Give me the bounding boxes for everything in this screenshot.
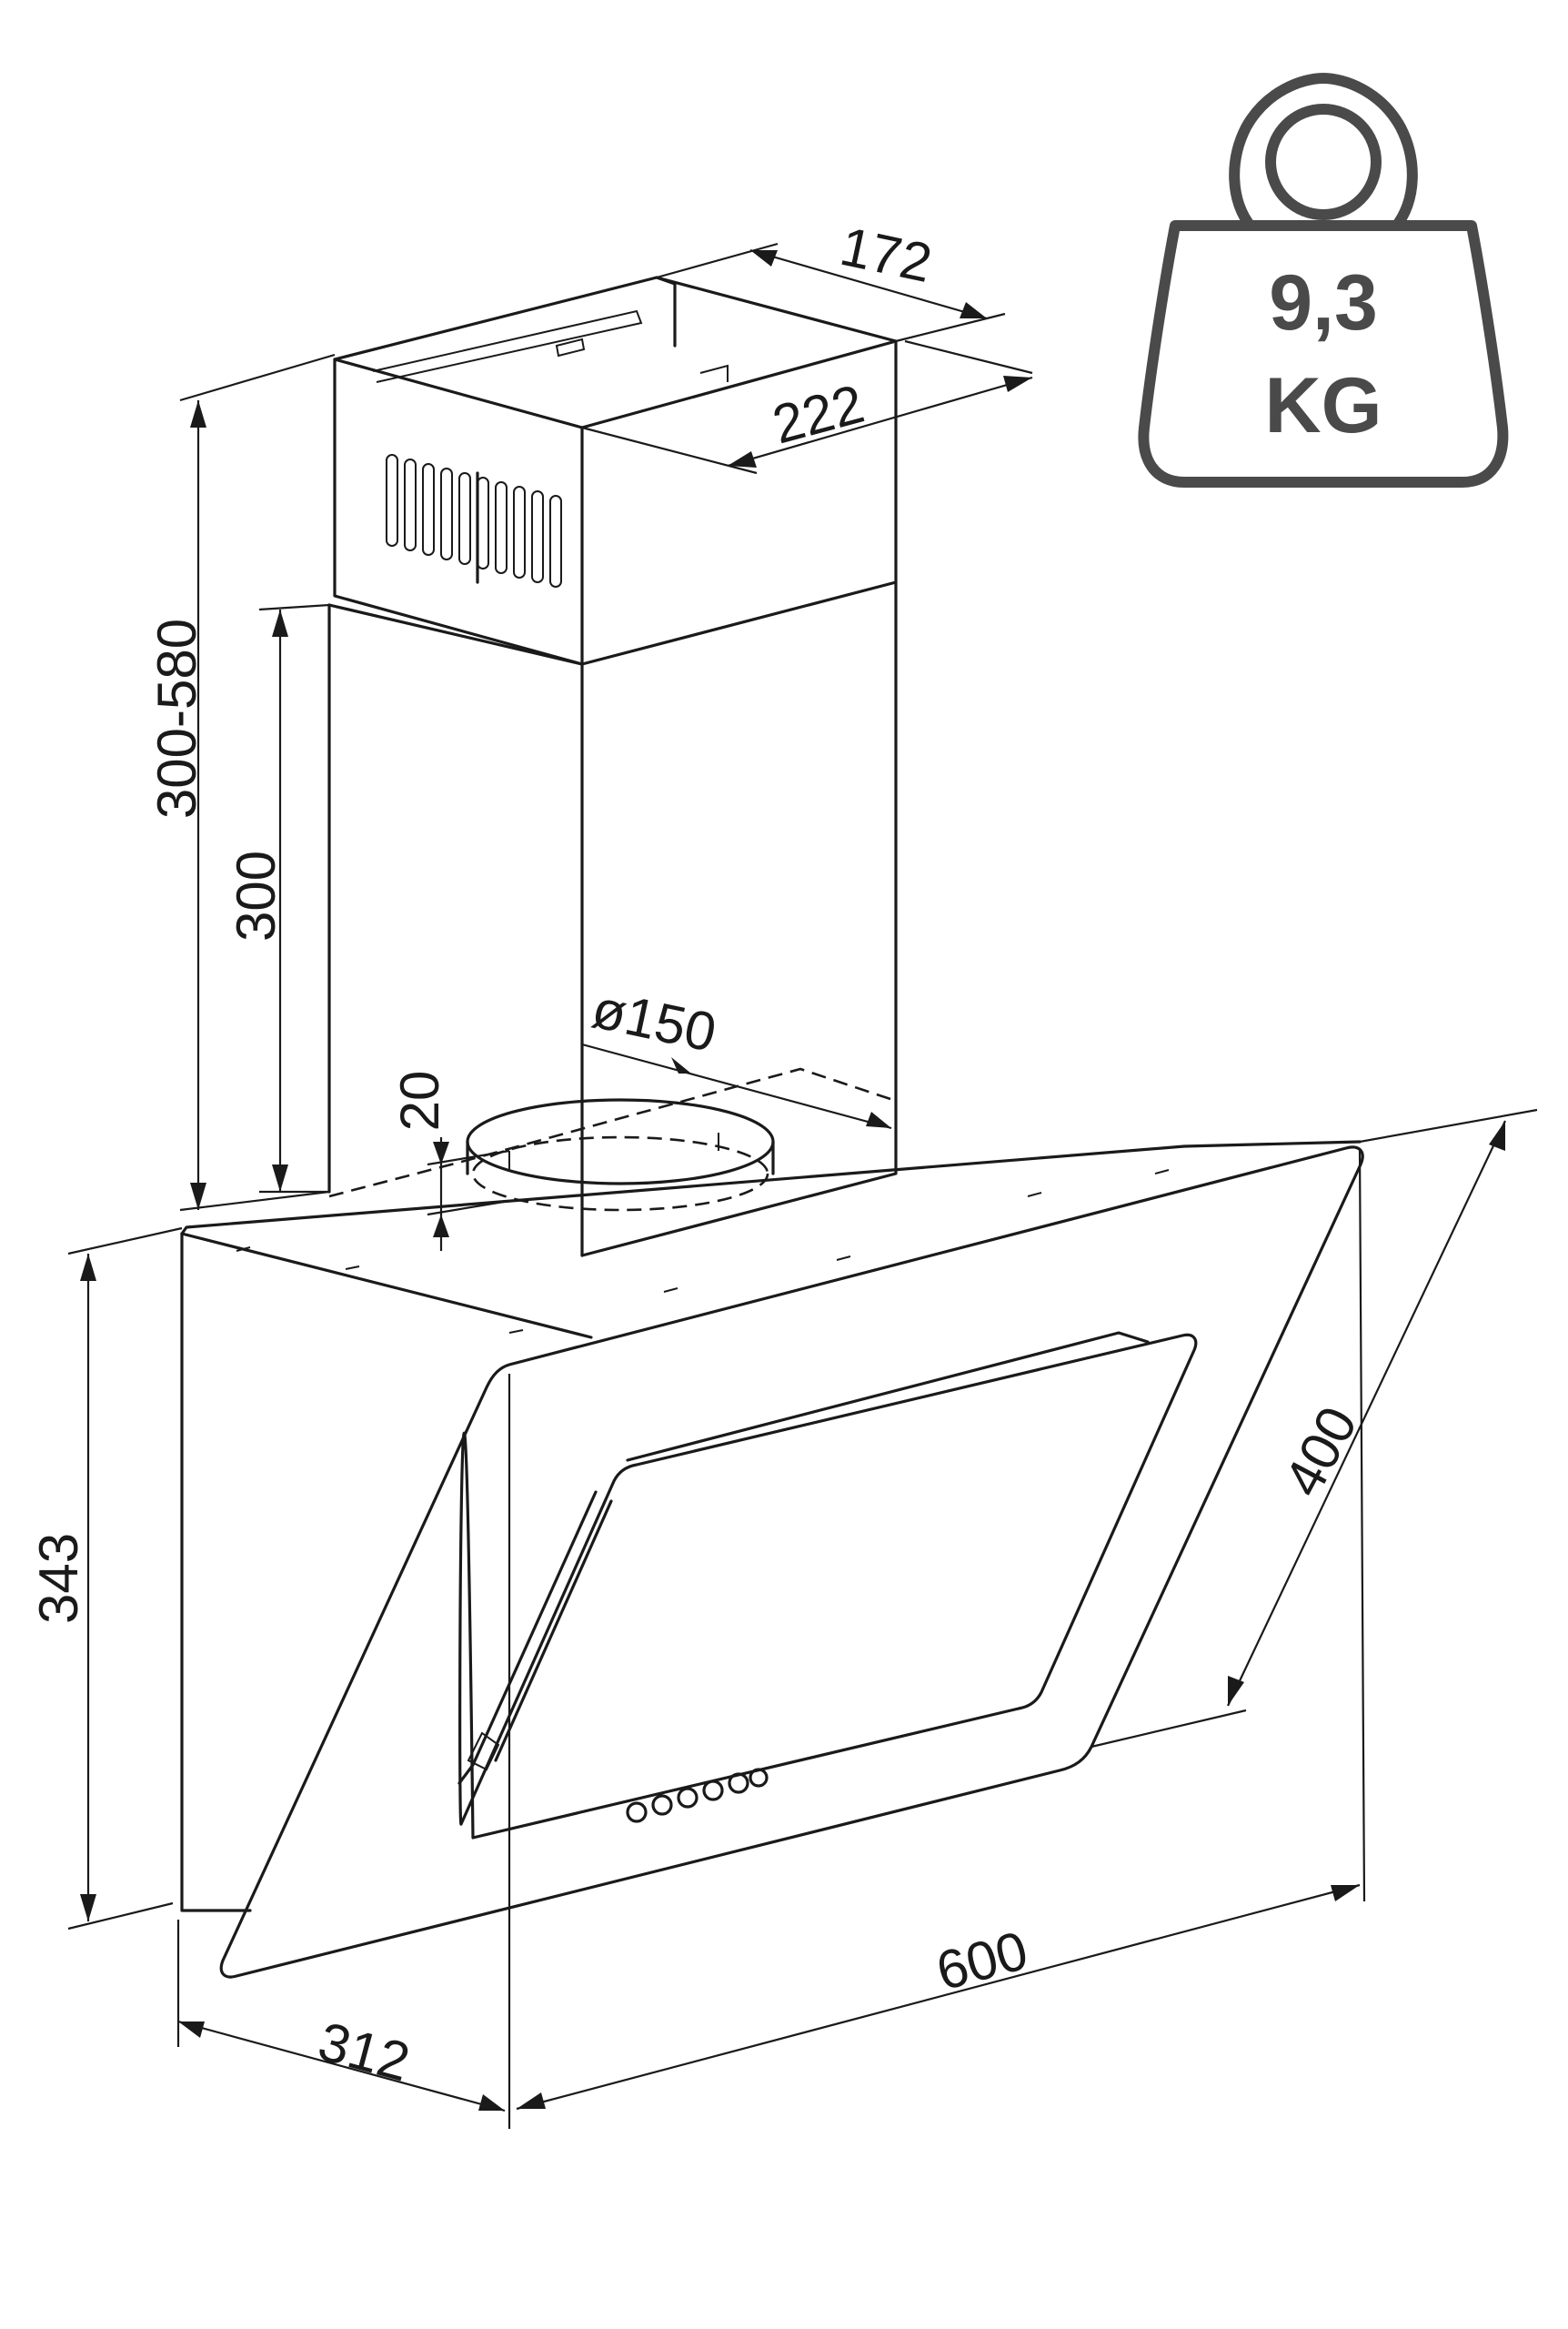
weight-value: 9,3 xyxy=(1269,259,1378,347)
chimney xyxy=(327,276,898,1257)
weight-unit: KG xyxy=(1265,362,1382,449)
dimension-labels: 172 222 300-580 300 ø150 20 343 400 600 … xyxy=(28,216,1369,2093)
dim-width: 600 xyxy=(930,1920,1034,2002)
dim-glass-panel-height: 400 xyxy=(1272,1396,1369,1506)
control-buttons xyxy=(626,1768,769,1823)
dim-chimney-lower-height: 300 xyxy=(226,851,286,942)
hidden-outlines xyxy=(328,1067,897,1255)
weight-icon xyxy=(1138,73,1509,488)
dimension-lines xyxy=(67,242,1538,2129)
weight-badge: 9,3 KG xyxy=(1138,73,1509,488)
dim-chimney-depth: 172 xyxy=(835,216,937,294)
dim-depth: 312 xyxy=(312,2011,416,2093)
dim-outlet-collar-height: 20 xyxy=(389,1071,450,1132)
dim-chimney-total-height: 300-580 xyxy=(146,619,207,819)
chimney-vent-slots xyxy=(386,454,562,588)
hood-body xyxy=(180,1140,1364,1979)
dim-body-height: 343 xyxy=(28,1533,89,1624)
dim-chimney-width: 222 xyxy=(767,373,870,456)
